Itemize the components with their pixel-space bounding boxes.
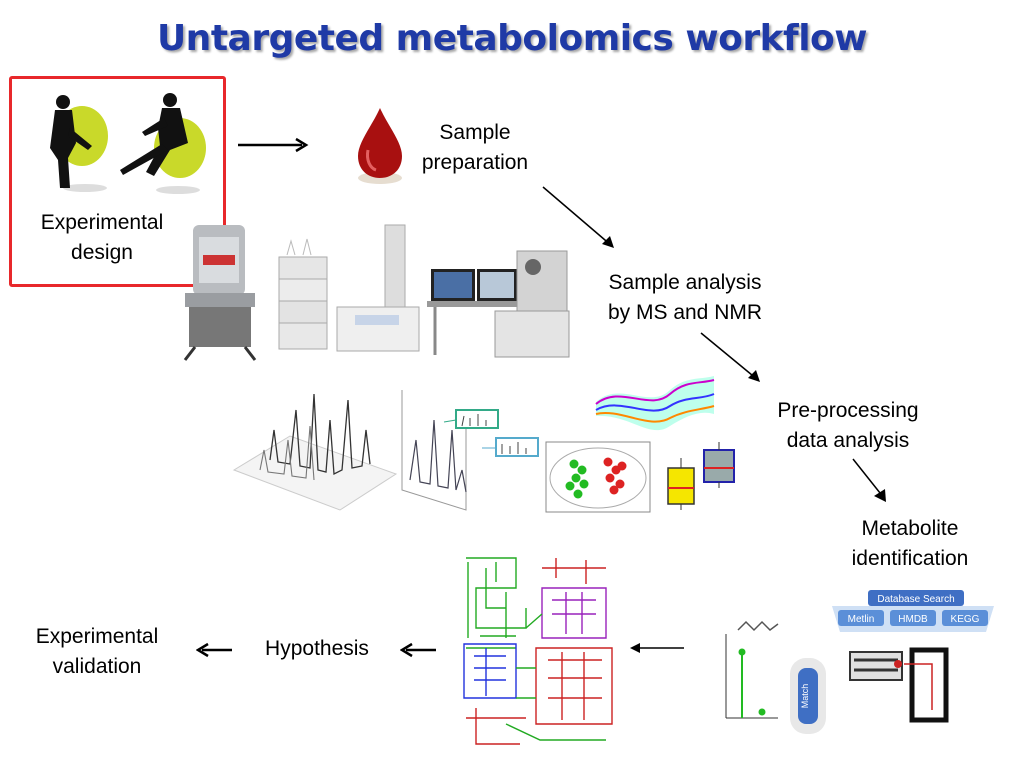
hypothesis-label: Hypothesis bbox=[265, 637, 369, 660]
arrow-down-right-icon bbox=[852, 458, 886, 502]
arrow-left-icon bbox=[196, 642, 232, 658]
pathway-map-illustration bbox=[463, 557, 613, 745]
experimental-validation-label: Experimental validation bbox=[35, 625, 159, 678]
match-label: Match bbox=[800, 684, 810, 709]
match-spectrum-illustration: Match bbox=[725, 620, 826, 734]
arrow-left-icon bbox=[630, 643, 684, 653]
sample-preparation-label: Sample preparation bbox=[421, 121, 529, 174]
arrow-left-icon bbox=[400, 642, 436, 658]
database-hmdb: HMDB bbox=[898, 614, 928, 625]
sample-analysis-label: Sample analysis by MS and NMR bbox=[607, 271, 763, 324]
metabolite-identification-label: Metabolite identification bbox=[851, 517, 969, 570]
instruments-illustration bbox=[183, 224, 570, 361]
page-title: Untargeted metabolomics workflow bbox=[156, 18, 868, 59]
arrow-down-right-icon bbox=[700, 332, 760, 382]
arrow-right-icon bbox=[238, 137, 309, 153]
experimental-design-label: Experimental design bbox=[40, 211, 164, 264]
data-analysis-illustration bbox=[232, 376, 735, 513]
database-metlin: Metlin bbox=[848, 614, 875, 625]
highlight-box bbox=[9, 76, 226, 287]
arrow-down-right-icon bbox=[542, 186, 614, 248]
database-search-panel: Database Search Metlin HMDB KEGG bbox=[832, 590, 994, 723]
database-header: Database Search bbox=[877, 594, 954, 605]
database-header-box bbox=[868, 590, 964, 606]
database-kegg: KEGG bbox=[951, 614, 980, 625]
blood-drop-icon bbox=[358, 108, 402, 184]
people-illustration bbox=[50, 93, 206, 194]
preprocessing-label: Pre-processing data analysis bbox=[777, 399, 919, 452]
